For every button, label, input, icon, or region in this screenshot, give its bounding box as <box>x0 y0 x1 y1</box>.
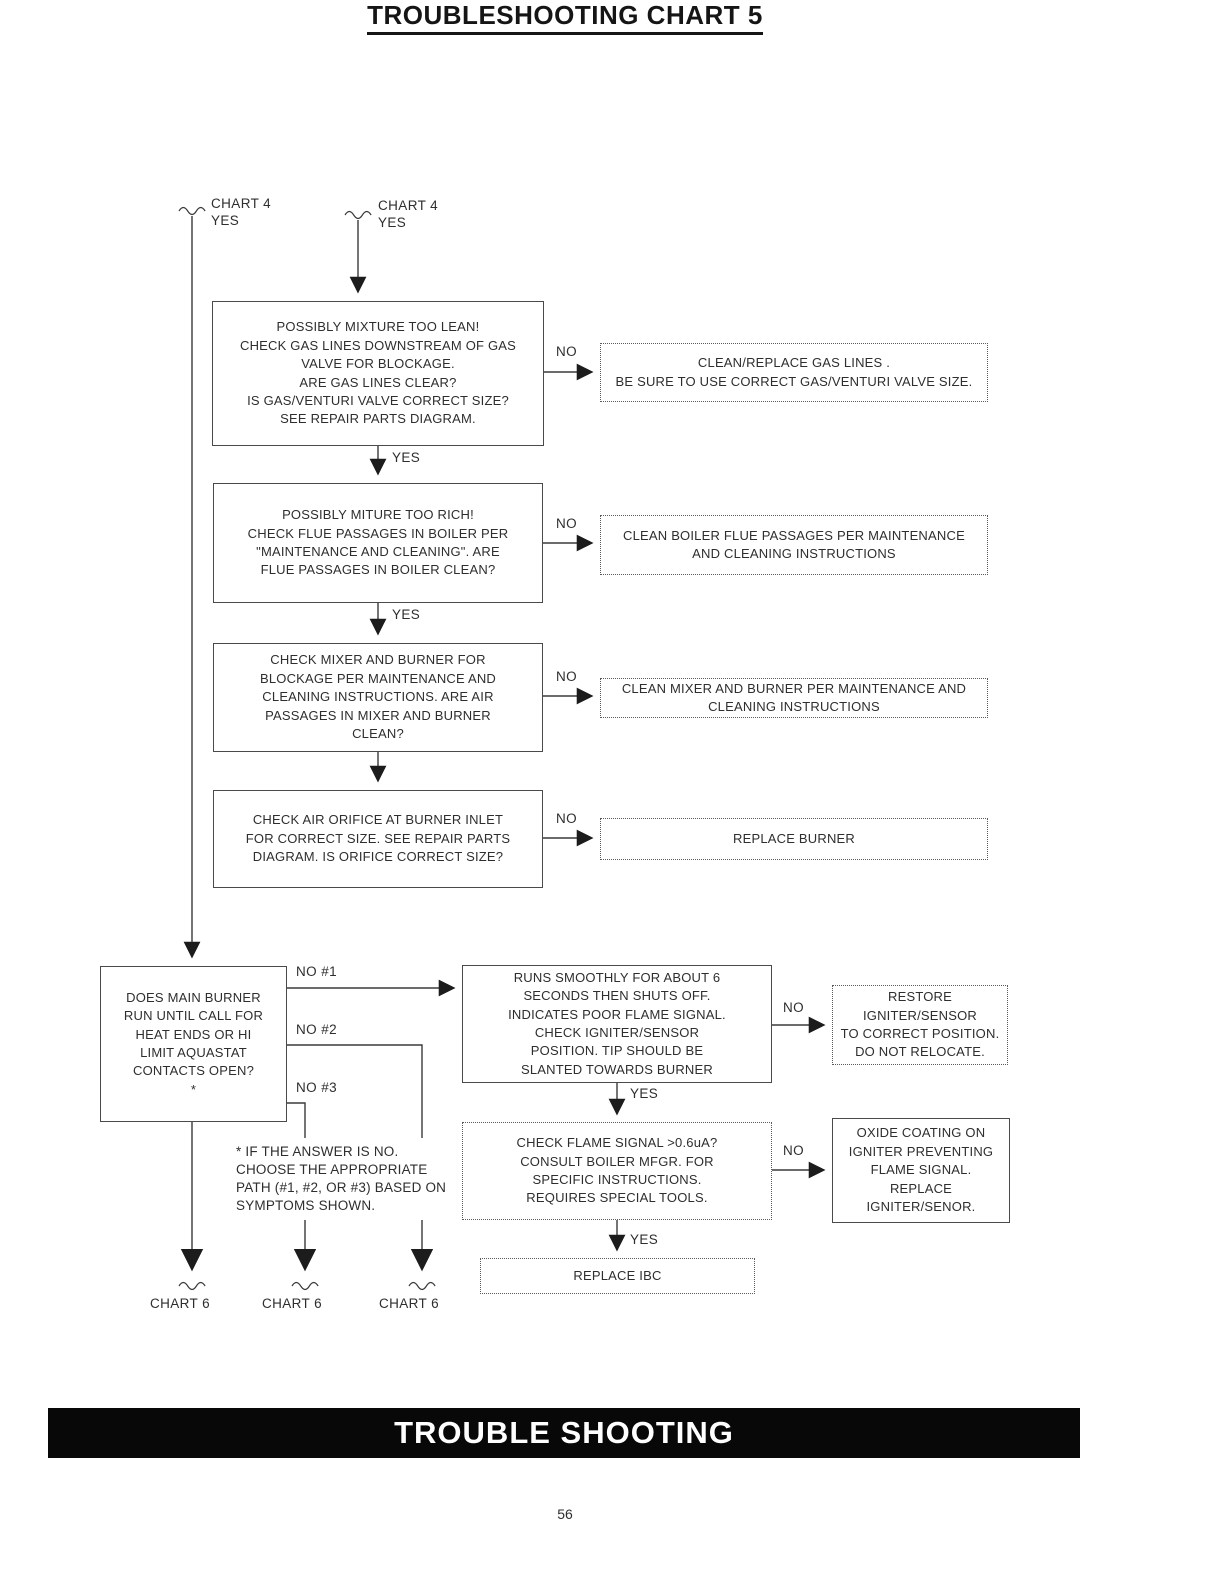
node-text: CLEAN MIXER AND BURNER PER MAINTENANCE A… <box>621 680 967 714</box>
node-text: CHECK FLAME SIGNAL >0.6uA? CONSULT BOILE… <box>516 1135 718 1206</box>
node-replace-ibc: REPLACE IBC <box>480 1258 755 1294</box>
edge-label-no-2: NO <box>554 516 580 533</box>
node-text: CLEAN BOILER FLUE PASSAGES PER MAINTENAN… <box>623 527 965 561</box>
edge-label-yes-1: YES <box>390 450 423 467</box>
entry-label-chart4-left: CHART 4 YES <box>209 196 274 230</box>
node-text: OXIDE COATING ON IGNITER PREVENTING FLAM… <box>848 1125 994 1215</box>
node-mixture-too-rich: POSSIBLY MITURE TOO RICH! CHECK FLUE PAS… <box>213 483 543 603</box>
node-check-mixer-burner: CHECK MIXER AND BURNER FOR BLOCKAGE PER … <box>213 643 543 752</box>
node-text: CLEAN/REPLACE GAS LINES . BE SURE TO USE… <box>615 355 973 389</box>
edge-label-no-1: NO <box>554 344 580 361</box>
node-text: CHECK AIR ORIFICE AT BURNER INLET FOR CO… <box>245 812 511 865</box>
exit-label-chart6-1: CHART 6 <box>133 1296 227 1313</box>
node-replace-burner: REPLACE BURNER <box>600 818 988 860</box>
node-text: POSSIBLY MITURE TOO RICH! CHECK FLUE PAS… <box>247 507 509 578</box>
edge-label-no-4: NO <box>554 811 580 828</box>
edge-label-no-oxide: NO <box>781 1143 807 1160</box>
section-banner-text: TROUBLE SHOOTING <box>394 1415 734 1450</box>
edge-label-no-path3: NO #3 <box>294 1080 340 1097</box>
edge-label-no-path2: NO #2 <box>294 1022 340 1039</box>
edge-label-no-3: NO <box>554 669 580 686</box>
edge-label-no-restore: NO <box>781 1000 807 1017</box>
entry-label-chart4-right: CHART 4 YES <box>376 198 441 232</box>
section-banner: TROUBLE SHOOTING <box>48 1408 1080 1458</box>
footnote-text: * IF THE ANSWER IS NO. CHOOSE THE APPROP… <box>236 1143 447 1214</box>
node-clean-boiler-flue: CLEAN BOILER FLUE PASSAGES PER MAINTENAN… <box>600 515 988 575</box>
node-text: REPLACE BURNER <box>733 830 855 846</box>
node-text: RESTORE IGNITER/SENSOR TO CORRECT POSITI… <box>840 989 1000 1060</box>
node-oxide-coating: OXIDE COATING ON IGNITER PREVENTING FLAM… <box>832 1118 1010 1223</box>
edge-label-yes-2: YES <box>390 607 423 624</box>
offpage-squiggle-icon <box>178 206 436 1291</box>
node-text: POSSIBLY MIXTURE TOO LEAN! CHECK GAS LIN… <box>239 319 517 427</box>
page-title-wrap: TROUBLESHOOTING CHART 5 <box>0 0 1130 35</box>
node-text: REPLACE IBC <box>573 1267 662 1283</box>
edge-label-no-path1: NO #1 <box>294 964 340 981</box>
exit-label-chart6-3: CHART 6 <box>362 1296 456 1313</box>
node-text: RUNS SMOOTHLY FOR ABOUT 6 SECONDS THEN S… <box>508 969 726 1077</box>
node-mixture-too-lean: POSSIBLY MIXTURE TOO LEAN! CHECK GAS LIN… <box>212 301 544 446</box>
page-number: 56 <box>557 1506 573 1522</box>
node-text: CHECK MIXER AND BURNER FOR BLOCKAGE PER … <box>259 652 497 742</box>
node-check-air-orifice: CHECK AIR ORIFICE AT BURNER INLET FOR CO… <box>213 790 543 888</box>
node-does-main-burner-run: DOES MAIN BURNER RUN UNTIL CALL FOR HEAT… <box>100 966 287 1122</box>
node-runs-smoothly-6-seconds: RUNS SMOOTHLY FOR ABOUT 6 SECONDS THEN S… <box>462 965 772 1083</box>
exit-label-chart6-2: CHART 6 <box>245 1296 339 1313</box>
footnote-path-choice: * IF THE ANSWER IS NO. CHOOSE THE APPROP… <box>236 1138 454 1220</box>
node-text: DOES MAIN BURNER RUN UNTIL CALL FOR HEAT… <box>123 989 264 1097</box>
node-clean-mixer-burner: CLEAN MIXER AND BURNER PER MAINTENANCE A… <box>600 678 988 718</box>
node-restore-igniter-sensor: RESTORE IGNITER/SENSOR TO CORRECT POSITI… <box>832 985 1008 1065</box>
edge-label-yes-flame: YES <box>628 1232 661 1249</box>
edge-label-yes-runs: YES <box>628 1086 661 1103</box>
node-clean-replace-gas-lines: CLEAN/REPLACE GAS LINES . BE SURE TO USE… <box>600 343 988 402</box>
node-check-flame-signal: CHECK FLAME SIGNAL >0.6uA? CONSULT BOILE… <box>462 1122 772 1220</box>
page-title: TROUBLESHOOTING CHART 5 <box>367 0 763 35</box>
